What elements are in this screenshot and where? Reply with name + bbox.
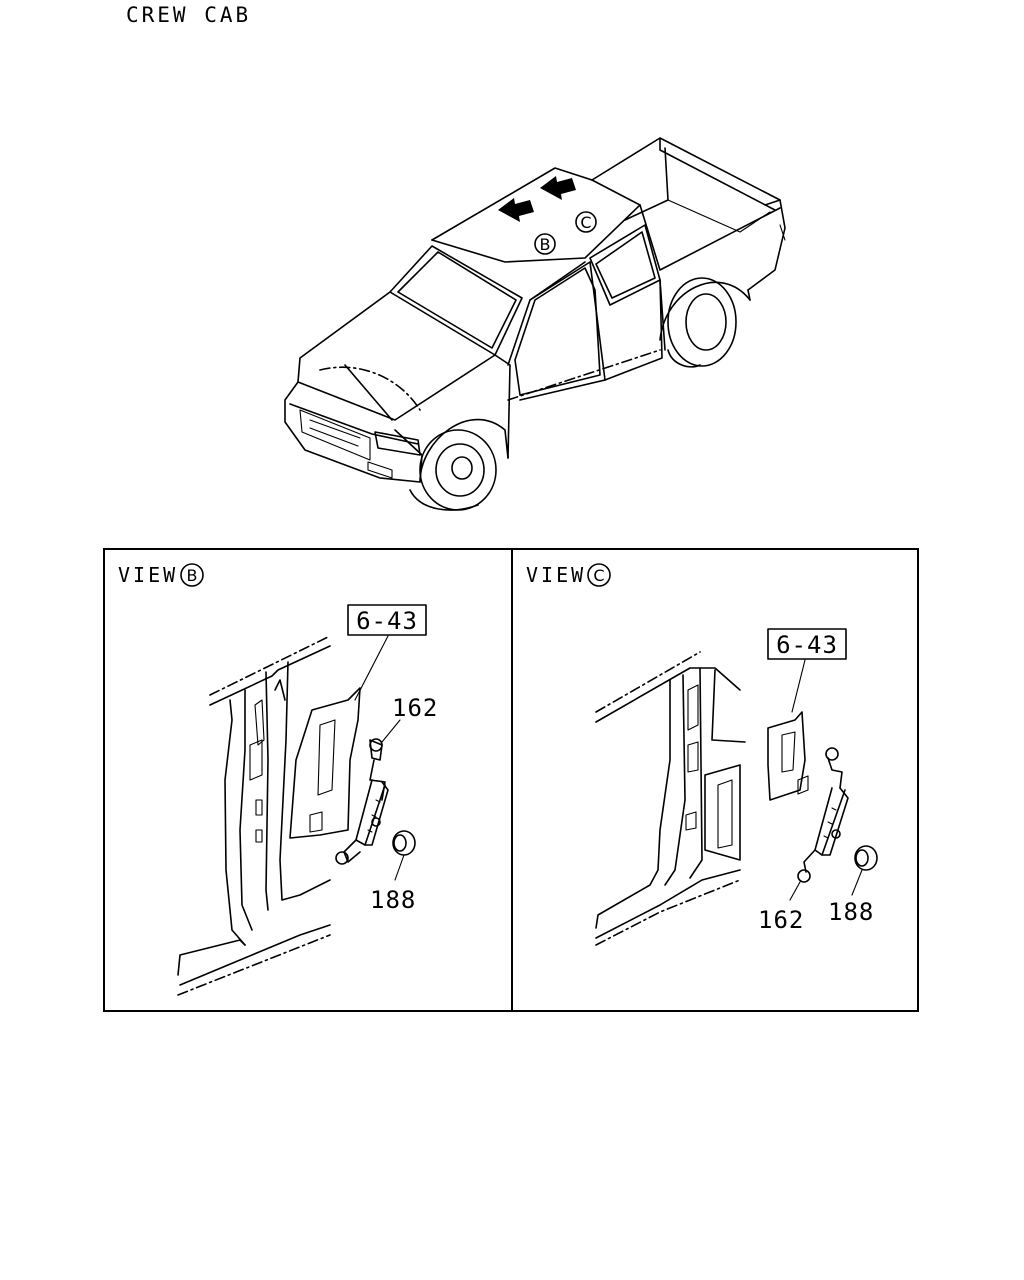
view-b-marker: B	[187, 566, 198, 585]
view-c-ref-label: 6-43	[776, 631, 838, 659]
view-c-arrow-icon	[540, 176, 576, 200]
marker-b-circle	[534, 233, 556, 255]
view-c-label: VIEW	[526, 563, 586, 587]
overview-marker-c: C	[580, 213, 591, 232]
view-b-label: VIEW	[118, 563, 178, 587]
view-c-ref-box	[767, 628, 847, 660]
view-b-panel: VIEW B 6-43	[118, 563, 438, 996]
view-c-marker-circle	[587, 563, 611, 587]
view-c-panel: VIEW C 6-43	[526, 563, 878, 946]
view-b-part-188: 188	[370, 886, 416, 914]
view-b-marker-circle	[180, 563, 204, 587]
view-c-part-188: 188	[828, 898, 874, 926]
truck-illustration	[284, 137, 786, 511]
view-b-arrow-icon	[498, 198, 534, 222]
view-c-marker: C	[593, 566, 604, 585]
view-b-ref-box	[347, 604, 427, 636]
view-b-ref-label: 6-43	[356, 607, 418, 635]
marker-c-circle	[575, 211, 597, 233]
view-b-part-162: 162	[392, 694, 438, 722]
diagram-title: CREW CAB	[126, 3, 252, 27]
overview-marker-b: B	[540, 235, 551, 254]
view-c-part-162: 162	[758, 906, 804, 934]
